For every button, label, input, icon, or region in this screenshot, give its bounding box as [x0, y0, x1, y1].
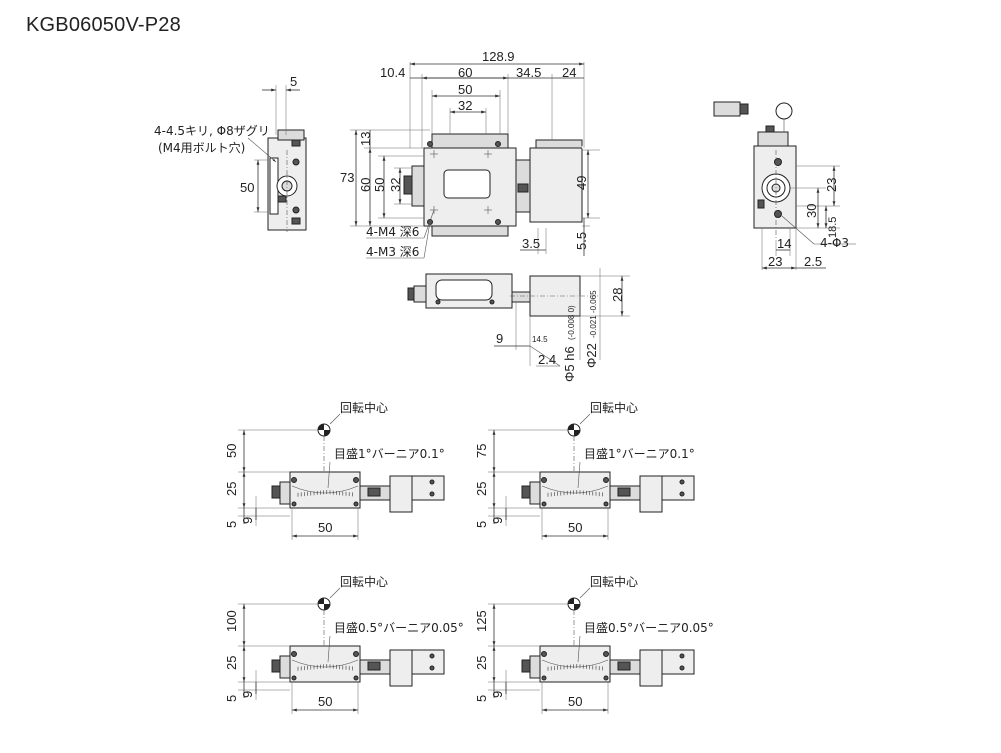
dim-25: 25	[474, 656, 489, 670]
height-dim: 75	[474, 444, 489, 458]
bottom-dim-14-5: 14.5	[532, 335, 548, 344]
front-dim-5-5: 5.5	[574, 232, 589, 250]
dim-25: 25	[474, 482, 489, 496]
bottom-dim-phi5: Φ5 h6	[562, 346, 577, 382]
drawing-title: KGB06050V-P28	[26, 14, 181, 36]
scale-label: 目盛0.5°バーニア0.05°	[334, 620, 464, 635]
rotation-center-label: 回転中心	[340, 574, 388, 589]
rotation-center-label: 回転中心	[590, 574, 638, 589]
dim-25: 25	[224, 656, 239, 670]
dim-9: 9	[490, 517, 505, 524]
bottom-tol-phi22: -0.021 -0.065	[589, 290, 598, 338]
dim-50: 50	[318, 694, 332, 709]
front-note-m3: 4-M3 深6	[366, 245, 419, 259]
front-view: 128.9 10.4 60 34.5 24 50 32 73 13 60 50 …	[340, 49, 749, 259]
scale-label: 目盛1°バーニア0.1°	[584, 446, 695, 461]
right-dim-2-5: 2.5	[804, 254, 822, 269]
dim-50: 50	[568, 694, 582, 709]
front-note-m4: 4-M4 深6	[366, 225, 419, 239]
right-view: 23 30 18.5 14 4-Φ3 23 2.5	[753, 102, 856, 270]
dim-50: 50	[568, 520, 582, 535]
side-note-counterbore: 4-4.5キリ, Φ8ザグリ	[154, 124, 270, 138]
bottom-dim-phi22: Φ22	[584, 343, 599, 368]
dim-50: 50	[318, 520, 332, 535]
front-dim-50-left: 50	[372, 178, 387, 192]
scale-label: 目盛1°バーニア0.1°	[334, 446, 445, 461]
front-dim-24: 24	[562, 65, 576, 80]
dim-9: 9	[240, 691, 255, 698]
bottom-view: 28 9 14.5 2.4 Φ5 h6 (-0.008 0) Φ22 -0.02…	[407, 268, 630, 382]
front-dim-50-top: 50	[458, 82, 472, 97]
side-dim-50: 50	[240, 180, 254, 195]
dim-25: 25	[224, 482, 239, 496]
height-dim: 100	[224, 610, 239, 632]
height-dim: 50	[224, 444, 239, 458]
front-dim-73: 73	[340, 170, 354, 185]
rotation-center-label: 回転中心	[590, 400, 638, 415]
right-dim-23: 23	[824, 178, 839, 192]
right-dim-14: 14	[777, 236, 791, 251]
dim-5: 5	[474, 695, 489, 702]
height-dim: 125	[474, 610, 489, 632]
front-dim-34-5: 34.5	[516, 65, 541, 80]
dim-5: 5	[224, 695, 239, 702]
front-dim-60-top: 60	[458, 65, 472, 80]
front-dim-60-left: 60	[358, 178, 373, 192]
front-dim-128-9: 128.9	[482, 49, 515, 64]
rotation-center-label: 回転中心	[340, 400, 388, 415]
right-dim-30: 30	[804, 204, 819, 218]
front-dim-13: 13	[358, 132, 373, 146]
right-dim-23-bottom: 23	[768, 254, 782, 269]
dim-5: 5	[224, 521, 239, 528]
dim-9: 9	[240, 517, 255, 524]
front-dim-32-left: 32	[388, 178, 403, 192]
front-dim-32-top: 32	[458, 98, 472, 113]
bottom-dim-9: 9	[496, 331, 503, 346]
side-dim-5: 5	[290, 74, 297, 89]
front-dim-3-5: 3.5	[522, 236, 540, 251]
scale-label: 目盛0.5°バーニア0.05°	[584, 620, 714, 635]
side-view: 5 50 4-4.5キリ, Φ8ザグリ (M4用ボルト穴)	[154, 74, 307, 232]
front-dim-49: 49	[574, 176, 589, 190]
side-note-bolt-hole: (M4用ボルト穴)	[158, 140, 245, 155]
bottom-dim-28: 28	[610, 288, 625, 302]
bottom-tol-phi5: (-0.008 0)	[567, 305, 576, 340]
right-dim-18-5: 18.5	[827, 217, 839, 238]
front-dim-10-4: 10.4	[380, 65, 405, 80]
bottom-dim-2-4: 2.4	[538, 352, 556, 367]
right-note-phi3: 4-Φ3	[820, 236, 849, 250]
dim-9: 9	[490, 691, 505, 698]
dim-5: 5	[474, 521, 489, 528]
